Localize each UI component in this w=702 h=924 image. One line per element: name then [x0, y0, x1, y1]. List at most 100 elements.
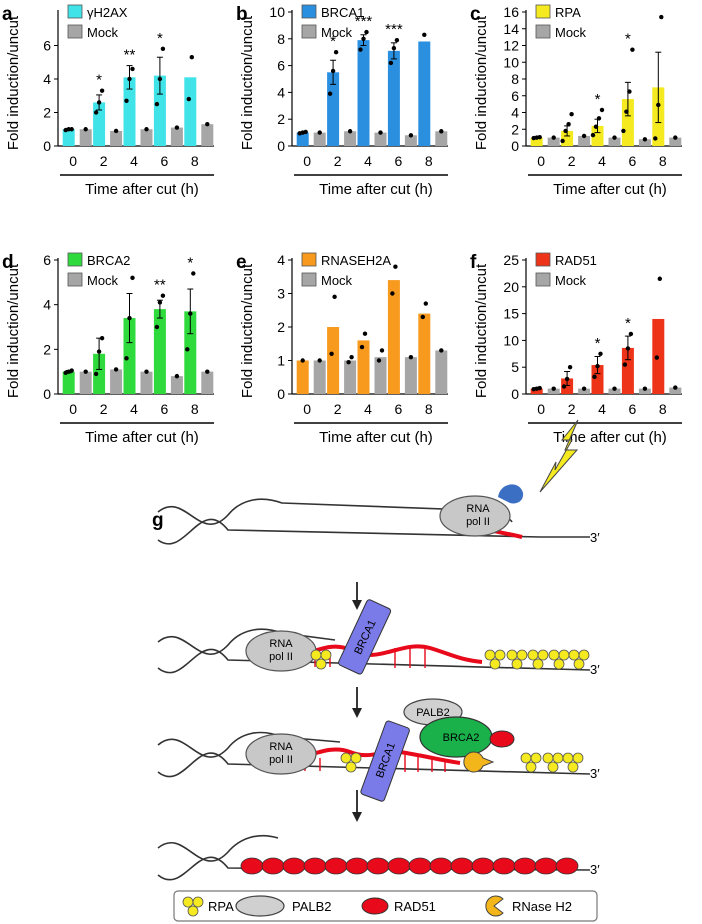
bar-mock	[374, 132, 387, 146]
rna-pol-label: RNA	[269, 741, 293, 753]
data-point	[144, 127, 149, 132]
bar-brca1	[357, 40, 370, 146]
x-tick-label: 6	[395, 153, 403, 169]
y-tick-label: 4	[277, 84, 285, 100]
significance-star: *	[595, 91, 601, 108]
rna-pol-ii	[439, 495, 511, 537]
legend-label: Mock	[555, 25, 587, 40]
legend-label: RPA	[208, 899, 234, 914]
data-point	[127, 76, 132, 82]
arrow-down-icon	[352, 812, 362, 822]
significance-star: *	[330, 33, 336, 50]
bar-mock	[608, 388, 621, 394]
data-point	[83, 369, 88, 374]
data-point	[188, 311, 193, 316]
y-tick-label: 0	[43, 386, 51, 402]
bar-γh2ax	[123, 77, 136, 146]
data-point	[439, 129, 444, 134]
rad51-oval	[492, 857, 516, 875]
data-point	[598, 351, 603, 356]
x-tick-label: 2	[568, 401, 576, 417]
data-point	[124, 98, 129, 103]
data-point	[393, 264, 398, 269]
data-point	[630, 47, 635, 52]
rad51-oval	[282, 857, 306, 875]
y-tick-label: 12	[503, 38, 519, 54]
rna-pol-label: RNA	[269, 638, 293, 650]
data-point	[317, 130, 322, 135]
y-tick-label: 3	[277, 286, 285, 302]
data-point	[388, 60, 394, 66]
bar-rad51	[530, 388, 543, 394]
rad51-oval	[303, 857, 327, 875]
y-tick-label: 15	[503, 306, 519, 322]
bar-brca2	[93, 353, 106, 394]
data-point	[83, 127, 88, 132]
data-point	[564, 376, 570, 382]
data-point	[408, 133, 414, 138]
rpa-cluster	[340, 752, 362, 773]
rad51-oval	[450, 857, 474, 875]
bar-mock	[547, 137, 560, 146]
rad51-oval	[261, 857, 285, 875]
data-point	[567, 365, 573, 370]
rpa-cluster	[310, 649, 332, 670]
bar-mock	[170, 127, 183, 146]
rnase-h2-pacman-icon	[485, 895, 504, 917]
significance-star: **	[154, 277, 166, 294]
data-point	[592, 374, 597, 380]
rad51-oval	[555, 857, 579, 875]
data-point	[346, 359, 351, 365]
legend-label: RAD51	[555, 253, 597, 268]
legend-label: PALB2	[292, 899, 332, 914]
bar-rnaseh2a	[327, 327, 340, 394]
data-point	[551, 135, 556, 140]
data-point	[174, 125, 180, 130]
data-point	[127, 315, 132, 321]
panel-label: a	[2, 4, 13, 25]
bar-rnaseh2a	[418, 313, 431, 394]
bar-mock	[669, 387, 682, 394]
data-point	[563, 128, 568, 134]
data-point	[362, 331, 368, 336]
data-point	[327, 91, 333, 96]
data-point	[93, 371, 99, 377]
data-point	[673, 385, 678, 390]
y-tick-label: 10	[503, 332, 519, 348]
x-axis-label: Time after cut (h)	[319, 429, 433, 446]
x-tick-label: 0	[537, 401, 545, 417]
data-point	[551, 386, 556, 391]
bar-mock	[638, 388, 651, 394]
data-point	[422, 32, 427, 37]
data-point	[439, 348, 444, 353]
data-point	[130, 66, 135, 72]
panel-label: c	[470, 4, 481, 25]
y-tick-label: 5	[511, 359, 519, 375]
legend-swatch	[67, 4, 83, 19]
data-point	[379, 348, 385, 353]
y-tick-label: 2	[277, 111, 285, 127]
bar-mock	[344, 131, 357, 146]
significance-star: *	[157, 30, 163, 47]
x-tick-label: 8	[425, 153, 433, 169]
significance-star: *	[625, 315, 631, 332]
x-tick-label: 8	[659, 153, 667, 169]
y-axis-label: Fold induction/uncut	[5, 15, 22, 150]
data-point	[303, 129, 308, 135]
x-axis-label: Time after cut (h)	[85, 429, 199, 446]
rna-dna-hybrid	[289, 644, 483, 664]
rad51-oval	[240, 857, 264, 875]
repair-diagram: g RNA pol II 3′ RN	[152, 419, 600, 922]
data-point	[157, 300, 163, 305]
data-point	[566, 122, 571, 127]
data-point	[349, 354, 354, 360]
data-point	[358, 47, 363, 52]
rna-pol-ii	[245, 733, 317, 775]
rpa-cluster	[484, 649, 590, 670]
palb2-label: PALB2	[416, 707, 449, 719]
data-point	[96, 349, 102, 354]
significance-star: ***	[385, 21, 403, 38]
brca1-protein: BRCA1	[360, 720, 410, 802]
data-point	[653, 136, 658, 141]
